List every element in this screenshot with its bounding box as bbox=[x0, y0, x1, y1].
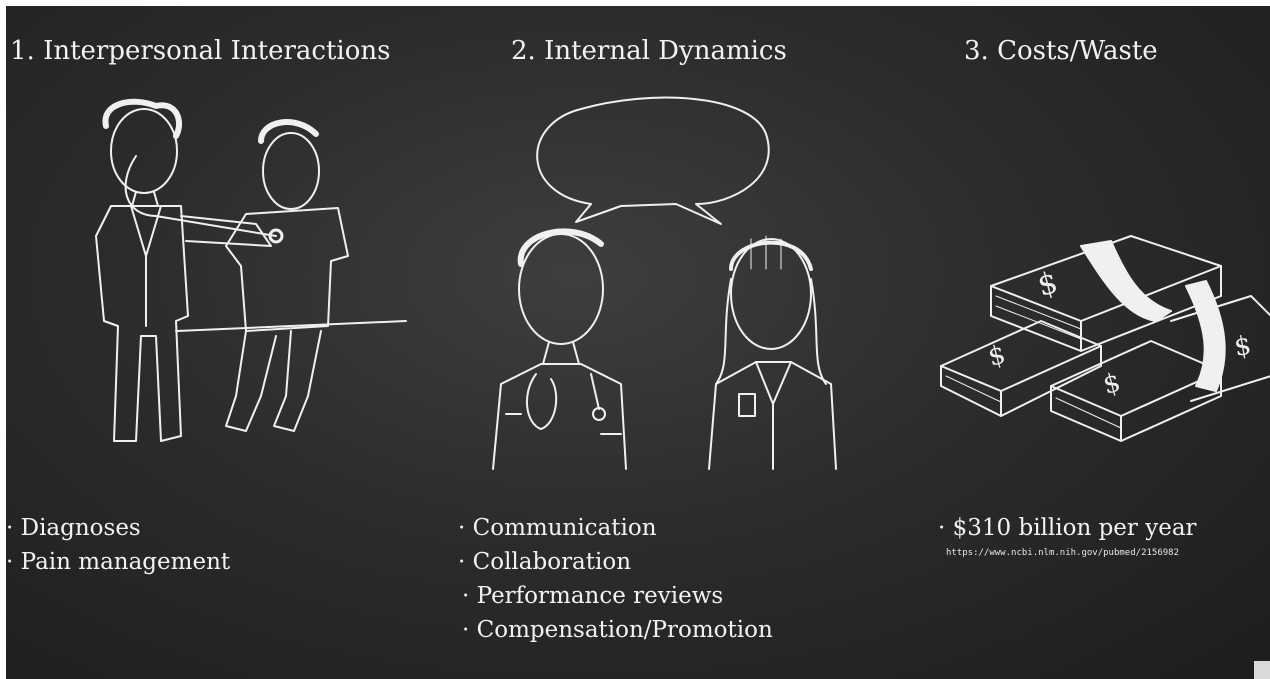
bullet-item: · Performance reviews bbox=[462, 583, 724, 609]
bullet-item: · Diagnoses bbox=[6, 515, 141, 541]
column-title-interpersonal: 1. Interpersonal Interactions bbox=[10, 36, 391, 66]
scroll-corner bbox=[1254, 661, 1270, 679]
bullet-item: · Compensation/Promotion bbox=[462, 617, 773, 643]
bullet-list-interpersonal: · Diagnoses · Pain management bbox=[6, 511, 230, 579]
bullet-item: · Pain management bbox=[6, 549, 231, 575]
svg-text:$: $ bbox=[1100, 368, 1124, 401]
bullet-item: · $310 billion per year bbox=[938, 515, 1197, 541]
bullet-item: · Collaboration bbox=[458, 549, 632, 575]
doctor-patient-illustration bbox=[76, 96, 416, 456]
money-stacks-illustration: $ $ $ $ bbox=[931, 226, 1270, 446]
source-link[interactable]: https://www.ncbi.nlm.nih.gov/pubmed/2156… bbox=[946, 548, 1179, 558]
column-title-internal: 2. Internal Dynamics bbox=[511, 36, 787, 66]
chalkboard-slide: 1. Interpersonal Interactions · Diagnose… bbox=[6, 6, 1270, 679]
svg-text:$: $ bbox=[985, 340, 1009, 373]
bullet-item: · Communication bbox=[458, 515, 657, 541]
svg-text:$: $ bbox=[1232, 330, 1254, 362]
bullet-list-costs: · $310 billion per year bbox=[938, 511, 1197, 545]
column-title-costs: 3. Costs/Waste bbox=[964, 36, 1158, 66]
bullet-list-internal: · Communication · Collaboration · Perfor… bbox=[458, 511, 773, 647]
doctors-speech-bubble-illustration bbox=[481, 94, 841, 474]
svg-text:$: $ bbox=[1034, 265, 1062, 304]
